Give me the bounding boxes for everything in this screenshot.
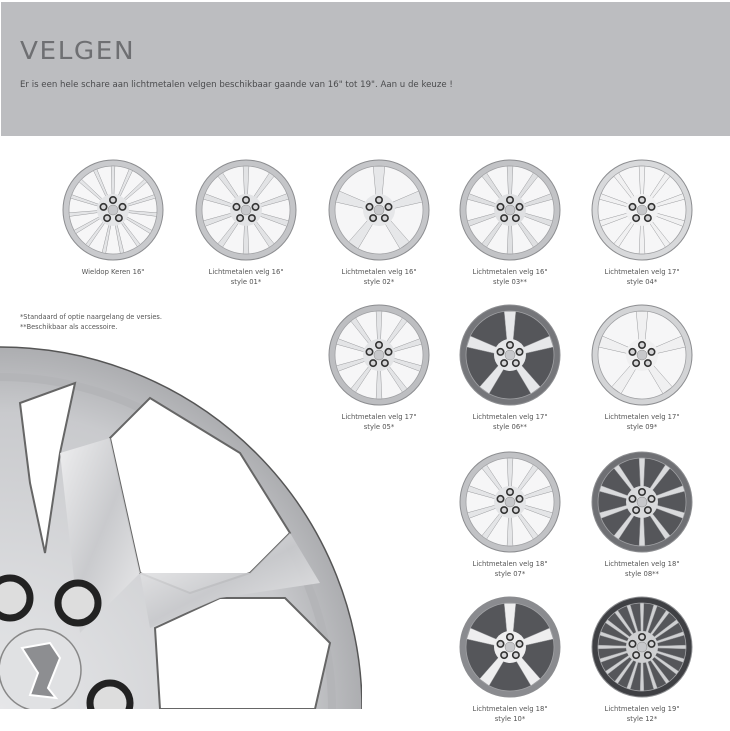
hero-wheel-icon: [0, 346, 362, 709]
wheel-caption-line2: style 01*: [230, 278, 262, 286]
wheel-5-spoke-bicolor-icon: [459, 596, 561, 698]
wheel-option: Lichtmetalen velg 16" style 01*: [186, 158, 306, 287]
wheel-caption: Lichtmetalen velg 17" style 04*: [582, 267, 702, 287]
wheel-caption: Lichtmetalen velg 19" style 12*: [582, 704, 702, 724]
wheel-5-split-spoke-icon: [591, 159, 693, 261]
wheel-caption-line2: style 12*: [626, 715, 658, 723]
wheel-5-spoke-icon: [328, 159, 430, 261]
wheel-caption: Lichtmetalen velg 17" style 09*: [582, 412, 702, 432]
wheel-10-spoke-dark-icon: [591, 451, 693, 553]
wheel-caption: Lichtmetalen velg 18" style 10*: [450, 704, 570, 724]
page-subtitle: Er is een hele schare aan lichtmetalen v…: [20, 80, 453, 90]
wheel-option: Lichtmetalen velg 18" style 10*: [450, 595, 570, 724]
wheel-caption: Lichtmetalen velg 16" style 02*: [319, 267, 439, 287]
wheel-caption-line1: Lichtmetalen velg 16": [208, 268, 284, 276]
wheel-caption: Lichtmetalen velg 18" style 07*: [450, 559, 570, 579]
wheel-caption: Lichtmetalen velg 16" style 03**: [450, 267, 570, 287]
wheel-caption: Lichtmetalen velg 17" style 06**: [450, 412, 570, 432]
wheel-caption-line1: Lichtmetalen velg 18": [604, 560, 680, 568]
wheel-5-v-spoke-18-icon: [459, 451, 561, 553]
wheel-caption-line1: Wieldop Keren 16": [81, 268, 145, 276]
wheel-10-spoke-icon: [195, 159, 297, 261]
wheel-caption: Wieldop Keren 16": [53, 267, 173, 277]
wheel-option: Lichtmetalen velg 17" style 04*: [582, 158, 702, 287]
wheel-caption-line2: style 09*: [626, 423, 658, 431]
wheel-5-twisted-light-icon: [591, 304, 693, 406]
wheel-caption-line1: Lichtmetalen velg 18": [472, 705, 548, 713]
wheel-caption-line1: Lichtmetalen velg 17": [472, 413, 548, 421]
footnote-standard: *Standaard of optie naargelang de versie…: [20, 313, 162, 321]
wheel-5-twisted-dark-icon: [459, 304, 561, 406]
wheel-caption-line1: Lichtmetalen velg 18": [472, 560, 548, 568]
wheel-multi-spoke-dark-icon: [591, 596, 693, 698]
wheel-caption-line2: style 02*: [363, 278, 395, 286]
wheel-caption-line1: Lichtmetalen velg 17": [604, 268, 680, 276]
wheel-option: Lichtmetalen velg 17" style 06**: [450, 303, 570, 432]
footnotes: *Standaard of optie naargelang de versie…: [20, 312, 162, 332]
wheel-caption: Lichtmetalen velg 16" style 01*: [186, 267, 306, 287]
hubcap-15-spoke-icon: [62, 159, 164, 261]
wheel-option: Lichtmetalen velg 16" style 02*: [319, 158, 439, 287]
header-banner: VELGEN Er is een hele schare aan lichtme…: [1, 2, 730, 136]
wheel-caption-line2: style 04*: [626, 278, 658, 286]
wheel-5-v-spoke-icon: [328, 304, 430, 406]
wheel-double-5-spoke-icon: [459, 159, 561, 261]
wheel-caption-line1: Lichtmetalen velg 16": [341, 268, 417, 276]
wheel-caption-line2: style 10*: [494, 715, 526, 723]
wheel-caption: Lichtmetalen velg 17" style 05*: [319, 412, 439, 432]
wheel-caption-line2: style 03**: [493, 278, 527, 286]
wheel-option: Lichtmetalen velg 16" style 03**: [450, 158, 570, 287]
page-title: VELGEN: [20, 36, 136, 65]
wheel-option: Lichtmetalen velg 17" style 05*: [319, 303, 439, 432]
wheel-caption-line2: style 06**: [493, 423, 527, 431]
wheel-option: Lichtmetalen velg 18" style 08**: [582, 450, 702, 579]
wheel-caption-line2: style 05*: [363, 423, 395, 431]
footnote-accessory: **Beschikbaar als accessoire.: [20, 323, 118, 331]
wheel-option: Lichtmetalen velg 18" style 07*: [450, 450, 570, 579]
wheel-caption-line1: Lichtmetalen velg 17": [604, 413, 680, 421]
wheel-option: Lichtmetalen velg 19" style 12*: [582, 595, 702, 724]
wheel-caption-line1: Lichtmetalen velg 16": [472, 268, 548, 276]
wheel-caption-line1: Lichtmetalen velg 19": [604, 705, 680, 713]
wheel-option: Lichtmetalen velg 17" style 09*: [582, 303, 702, 432]
wheel-option: Wieldop Keren 16": [53, 158, 173, 277]
wheel-caption-line2: style 08**: [625, 570, 659, 578]
wheel-caption: Lichtmetalen velg 18" style 08**: [582, 559, 702, 579]
wheel-caption-line1: Lichtmetalen velg 17": [341, 413, 417, 421]
hero-wheel-image: [0, 343, 362, 709]
wheel-caption-line2: style 07*: [494, 570, 526, 578]
